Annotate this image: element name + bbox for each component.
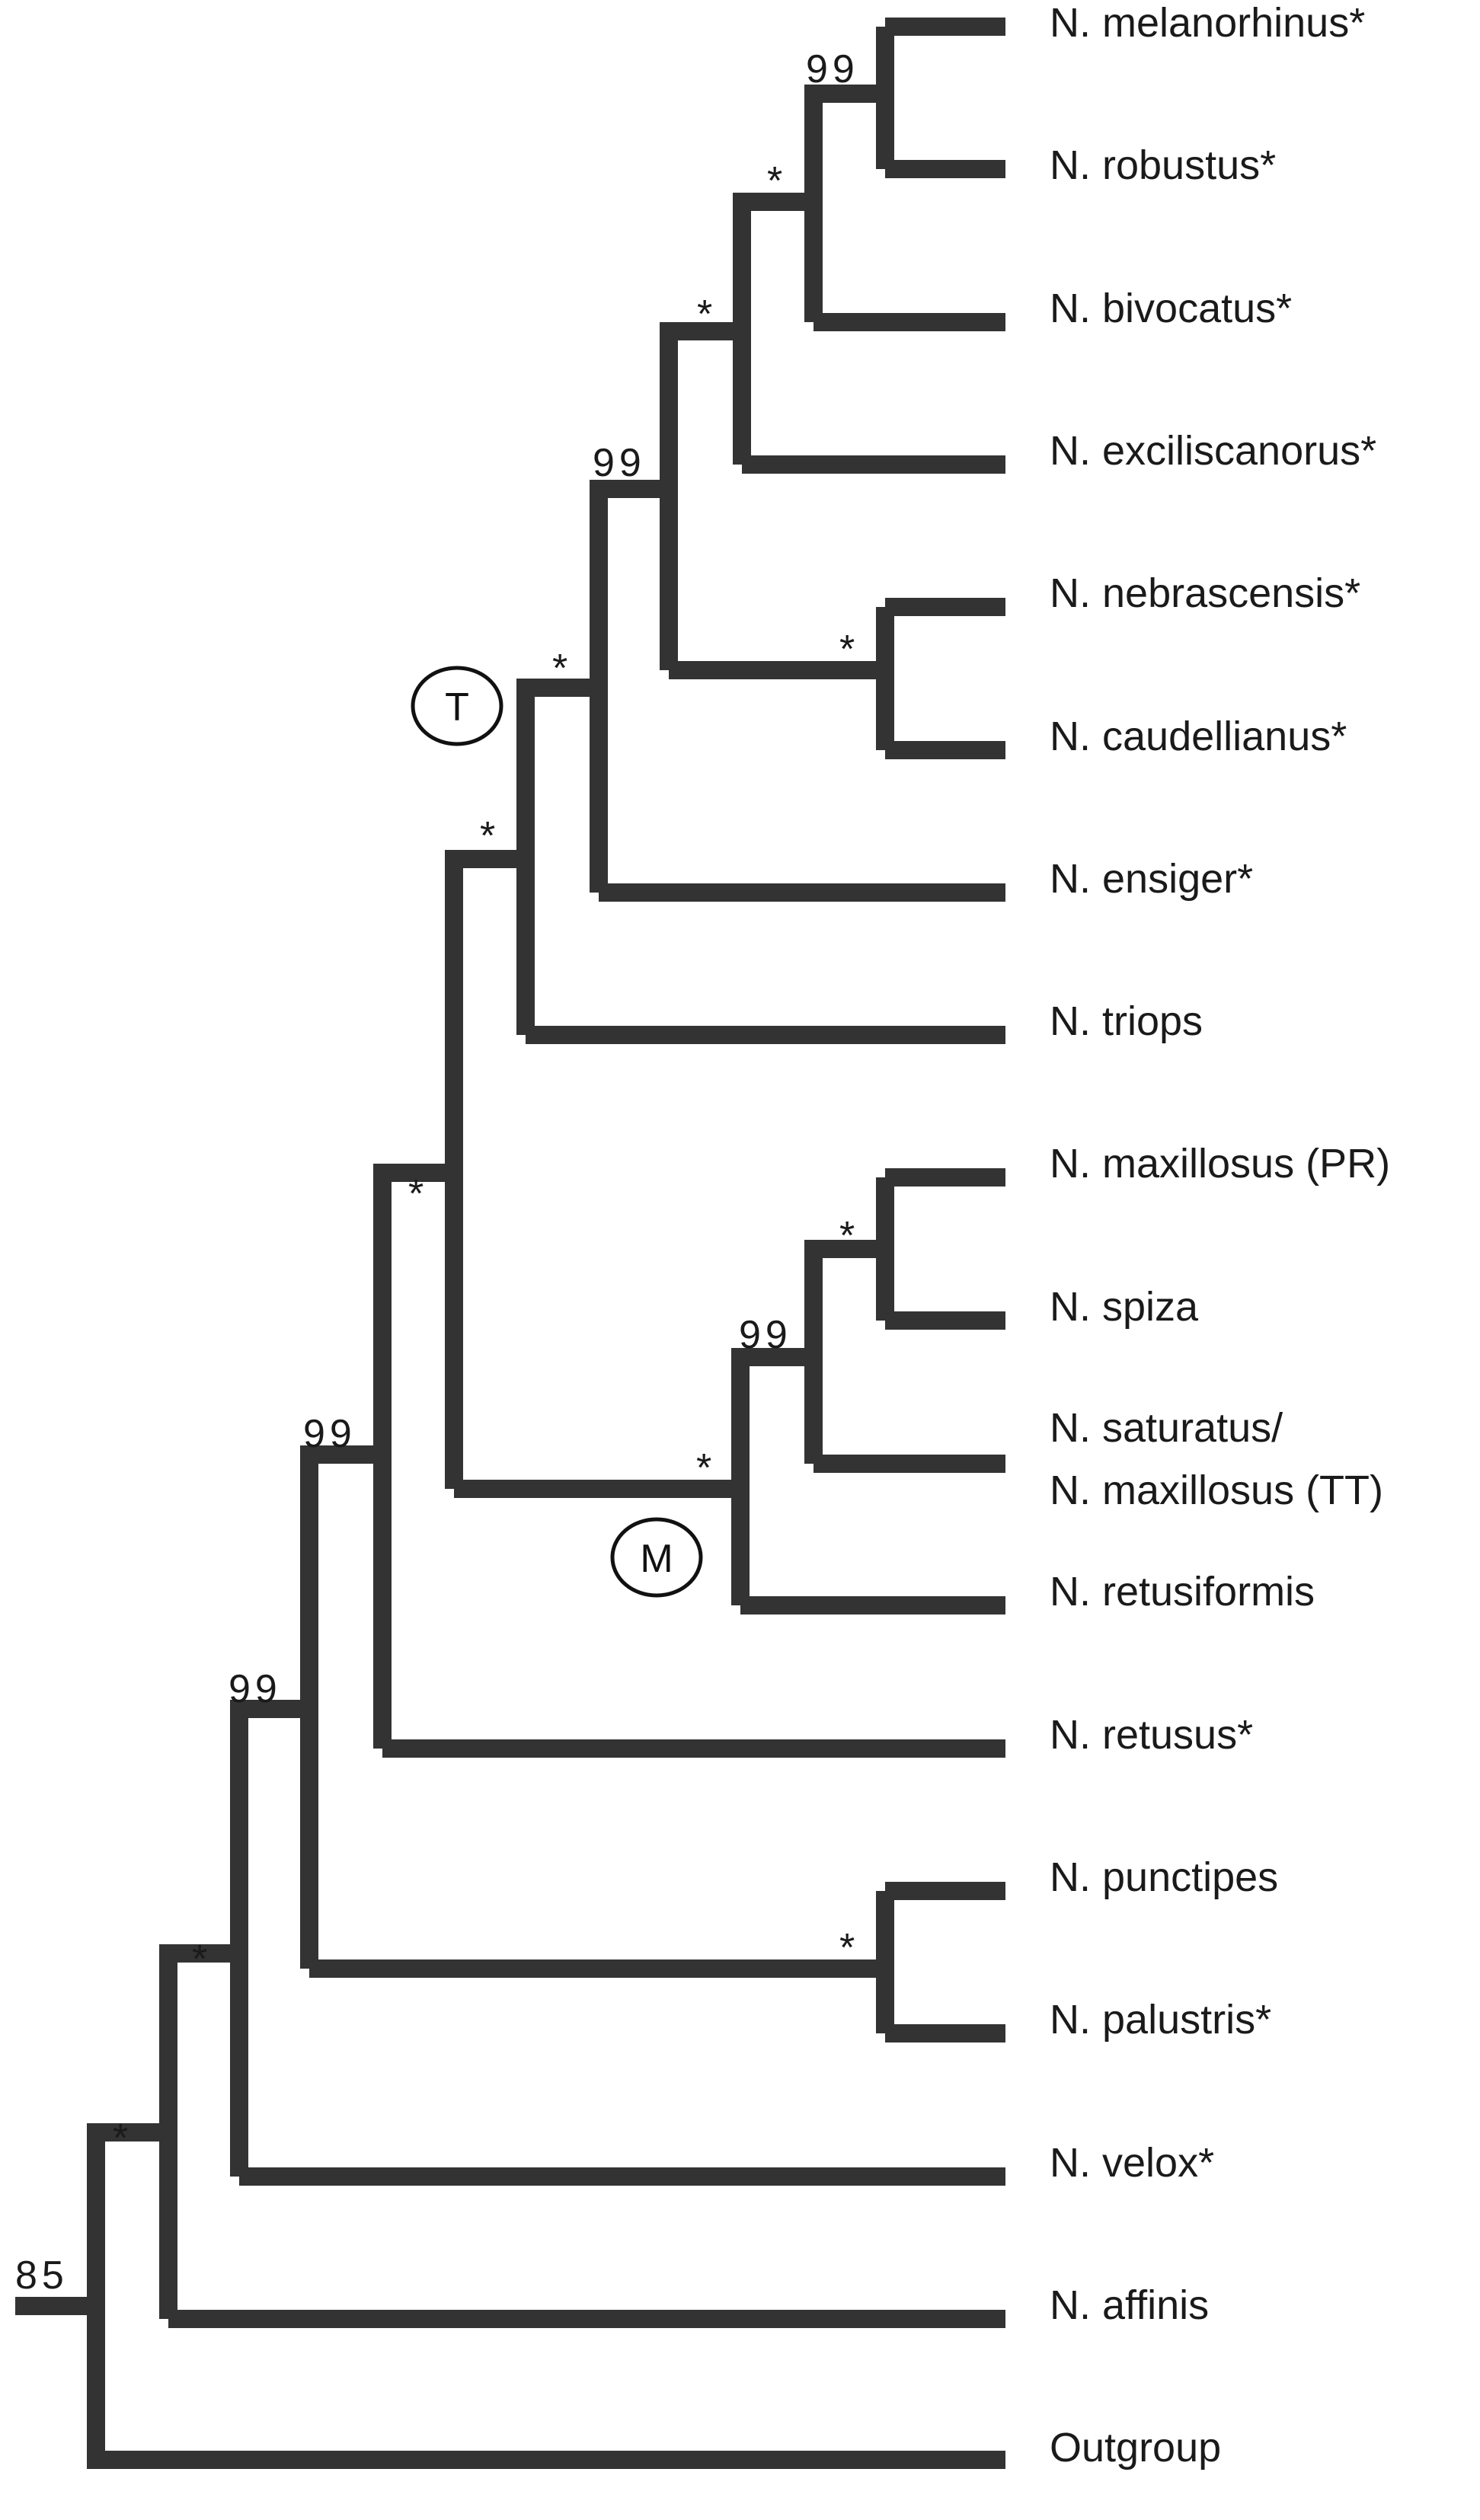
branch-exciliscanorus-node bbox=[733, 193, 814, 465]
branch-retusus-node bbox=[373, 1164, 454, 1749]
taxon-label-retusiformis: N. retusiformis bbox=[1050, 1569, 1315, 1615]
taxon-label-exciliscanorus: N. exciliscanorus* bbox=[1050, 428, 1376, 474]
taxon-label-robustus: N. robustus* bbox=[1050, 142, 1276, 188]
taxon-label-bivocatus: N. bivocatus* bbox=[1050, 286, 1292, 331]
branch-retusiformis-split-node bbox=[804, 1240, 885, 1464]
clade-markers: T M bbox=[411, 666, 703, 1598]
support-value-melanorhinus-robustus: 99 bbox=[806, 47, 859, 91]
taxon-label-palustris: N. palustris* bbox=[1050, 1997, 1271, 2043]
support-value-affinis-node: * bbox=[113, 2116, 128, 2161]
taxon-label-ensiger: N. ensiger* bbox=[1050, 856, 1253, 902]
support-values: 85 * * 99 * 99 * * 99 * * * 99 * * * 99 bbox=[15, 47, 859, 2298]
support-value-bivocatus-node: * bbox=[767, 159, 782, 203]
tree-branches bbox=[15, 18, 1005, 2469]
clade-marker-m: M bbox=[610, 1517, 703, 1598]
branch-velox-node bbox=[230, 1700, 309, 2177]
support-value-t-clade: * bbox=[552, 647, 567, 691]
clade-marker-m-label: M bbox=[640, 1537, 673, 1581]
branch-outgroup-branch bbox=[87, 2356, 1005, 2469]
taxon-label-maxillosus-tt: N. maxillosus (TT) bbox=[1050, 1468, 1383, 1513]
taxon-label-nebrascensis: N. nebrascensis* bbox=[1050, 570, 1360, 616]
clade-marker-t: T bbox=[411, 666, 503, 746]
taxon-label-retusus: N. retusus* bbox=[1050, 1712, 1253, 1758]
support-value-m-clade: * bbox=[696, 1446, 711, 1490]
support-value-nebrascensis-caudellianus: * bbox=[839, 628, 855, 672]
taxon-label-punctipes: N. punctipes bbox=[1050, 1854, 1278, 1900]
branch-punctipes-clade-node bbox=[300, 1445, 382, 1969]
branch-m-clade-node bbox=[731, 1348, 814, 1605]
taxon-label-affinis: N. affinis bbox=[1050, 2282, 1209, 2328]
taxon-label-saturatus: N. saturatus/ bbox=[1050, 1405, 1283, 1451]
support-value-punctipes-clade-node: 99 bbox=[229, 1667, 282, 1711]
support-value-ensiger-node: 99 bbox=[593, 441, 646, 485]
clade-marker-t-ring bbox=[411, 666, 503, 746]
taxon-labels: N. melanorhinus* N. robustus* N. bivocat… bbox=[1050, 0, 1390, 2470]
branch-affinis-node bbox=[159, 1944, 239, 2319]
branch-t-clade-node bbox=[516, 679, 599, 1035]
support-value-velox-node: * bbox=[192, 1937, 207, 1982]
taxon-label-caudellianus: N. caudellianus* bbox=[1050, 714, 1347, 759]
support-value-root: 85 bbox=[15, 2253, 69, 2298]
taxon-label-triops: N. triops bbox=[1050, 998, 1203, 1044]
support-value-triops-node: * bbox=[480, 814, 495, 858]
support-value-inner-split: * bbox=[408, 1172, 424, 1216]
taxon-label-velox: N. velox* bbox=[1050, 2140, 1214, 2186]
branch-ensiger-node bbox=[590, 480, 669, 893]
taxon-label-outgroup: Outgroup bbox=[1050, 2425, 1221, 2470]
support-value-exciliscanorus-node: * bbox=[697, 292, 712, 337]
taxon-label-melanorhinus: N. melanorhinus* bbox=[1050, 0, 1365, 46]
branch-inner-split-node bbox=[445, 850, 526, 1489]
taxon-label-spiza: N. spiza bbox=[1050, 1284, 1199, 1330]
support-value-maxillosus-spiza: * bbox=[839, 1214, 855, 1258]
clade-marker-m-ring bbox=[610, 1517, 703, 1598]
branch-bivocatus-node bbox=[804, 85, 885, 322]
taxon-label-maxillosus-pr: N. maxillosus (PR) bbox=[1050, 1141, 1390, 1187]
clade-marker-t-label: T bbox=[445, 685, 469, 730]
support-value-retusiformis-split: 99 bbox=[739, 1313, 792, 1357]
branch-nebrascensis-stem-node bbox=[660, 322, 742, 670]
branch-root-node bbox=[87, 2123, 168, 2356]
support-value-retusus-node: 99 bbox=[303, 1412, 356, 1456]
support-value-punctipes-palustris: * bbox=[839, 1926, 855, 1970]
